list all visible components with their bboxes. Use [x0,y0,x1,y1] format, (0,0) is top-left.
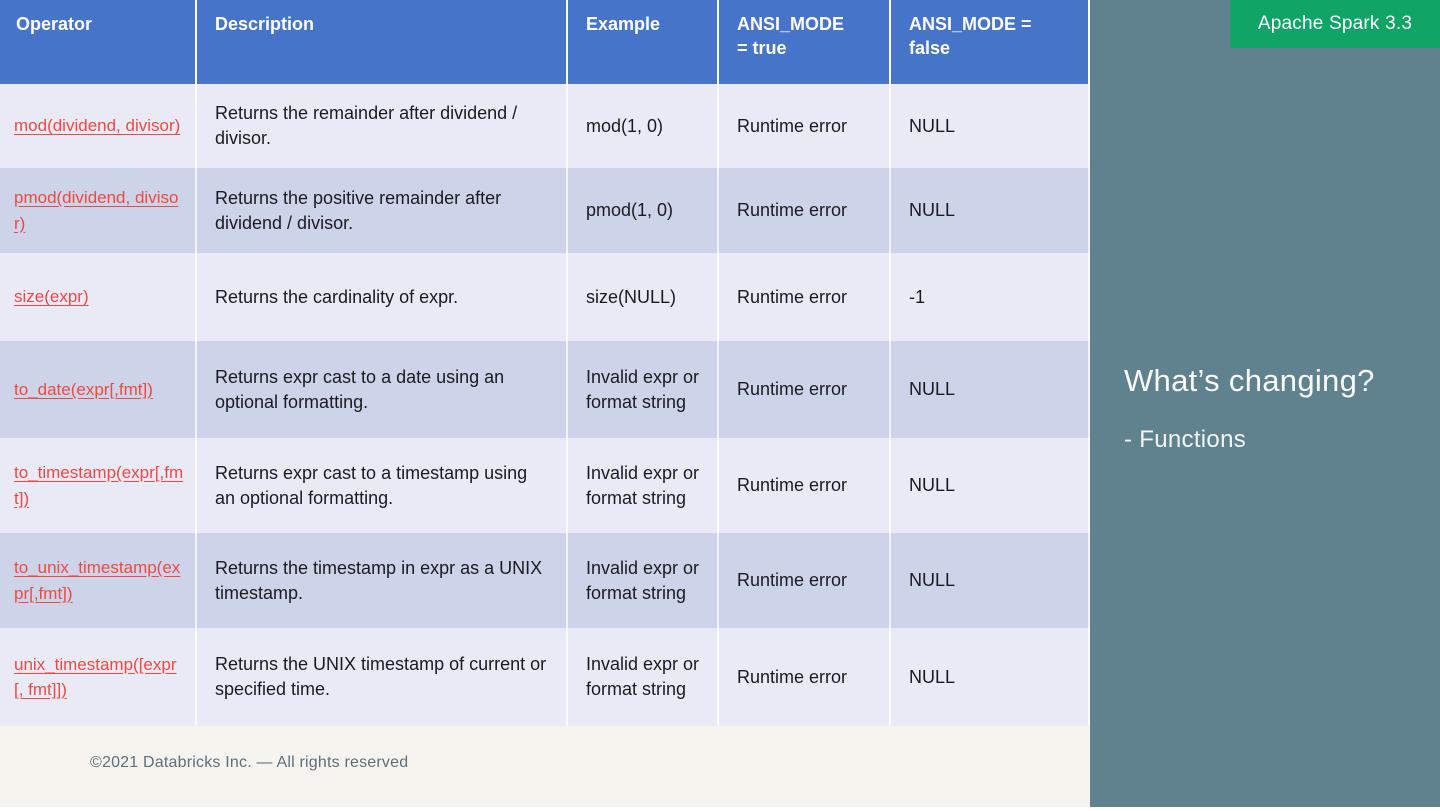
spark-version-badge: Apache Spark 3.3 [1230,0,1440,48]
table-cell-example: Invalid expr or format string [568,628,719,726]
example-text: pmod(1, 0) [586,200,674,221]
operator-link[interactable]: to_unix_timestamp(expr[,fmt]) [14,558,181,603]
operator-link[interactable]: mod(dividend, divisor) [14,116,181,136]
ansi-true-text: Runtime error [737,379,848,400]
column-header-operator: Operator [0,0,197,84]
table-cell-operator: unix_timestamp([expr[, fmt]]) [0,628,197,726]
table-cell-description: Returns the remainder after dividend / d… [197,84,568,168]
table-cell-ansi-false: NULL [891,533,1090,628]
table-cell-ansi-true: Runtime error [719,438,891,533]
description-text: Returns the positive remainder after div… [215,187,502,233]
ansi-true-text: Runtime error [737,286,848,307]
table-cell-ansi-false: -1 [891,253,1090,341]
description-text: Returns the remainder after dividend / d… [215,103,518,148]
column-header-ansi-mode-false: ANSI_MODE = false [891,0,1090,84]
operator-link[interactable]: to_timestamp(expr[,fmt]) [14,463,184,508]
table-cell-ansi-true: Runtime error [719,168,891,253]
column-header-example: Example [568,0,719,84]
table-cell-description: Returns the UNIX timestamp of current or… [197,628,568,726]
copyright-text: ©2021 Databricks Inc. — All rights reser… [90,753,409,771]
description-text: Returns the cardinality of expr. [215,286,459,307]
table-cell-example: Invalid expr or format string [568,341,719,438]
ansi-false-text: NULL [909,200,956,221]
table-cell-description: Returns the cardinality of expr. [197,253,568,341]
table-cell-example: Invalid expr or format string [568,438,719,533]
table-cell-ansi-false: NULL [891,438,1090,533]
spark-version-label: Apache Spark 3.3 [1257,13,1413,34]
table-cell-description: Returns expr cast to a timestamp using a… [197,438,568,533]
example-text: Invalid expr or format string [586,654,700,699]
table-cell-operator: pmod(dividend, divisor) [0,168,197,253]
example-text: Invalid expr or format string [586,462,700,508]
ansi-true-text: Runtime error [737,570,848,591]
description-text: Returns expr cast to a timestamp using a… [215,462,528,508]
operator-link[interactable]: to_date(expr[,fmt]) [14,379,153,399]
table-cell-example: size(NULL) [568,253,719,341]
ansi-true-text: Runtime error [737,115,848,136]
table-cell-ansi-false: NULL [891,628,1090,726]
bottom-edge [0,807,1440,811]
table-cell-description: Returns the positive remainder after div… [197,168,568,253]
ansi-false-text: NULL [909,379,956,400]
table-cell-operator: to_date(expr[,fmt]) [0,341,197,438]
description-text: Returns the UNIX timestamp of current or… [215,654,547,699]
table-cell-ansi-true: Runtime error [719,84,891,168]
table-cell-example: Invalid expr or format string [568,533,719,628]
table-cell-ansi-false: NULL [891,341,1090,438]
table-cell-ansi-true: Runtime error [719,533,891,628]
operator-link[interactable]: size(expr) [14,287,89,307]
ansi-false-text: NULL [909,115,956,136]
ansi-false-text: NULL [909,570,956,591]
table-cell-ansi-false: NULL [891,168,1090,253]
example-text: size(NULL) [586,286,677,307]
table-cell-ansi-true: Runtime error [719,628,891,726]
table-cell-ansi-false: NULL [891,84,1090,168]
table-cell-description: Returns expr cast to a date using an opt… [197,341,568,438]
sidebar: What’s changing? - Functions [1090,0,1440,811]
ansi-false-text: NULL [909,666,956,687]
example-text: Invalid expr or format string [586,366,700,412]
operators-table: Operator Description Example ANSI_MODE =… [0,0,1090,726]
table-cell-operator: to_unix_timestamp(expr[,fmt]) [0,533,197,628]
description-text: Returns the timestamp in expr as a UNIX … [215,557,543,603]
sidebar-subtitle: - Functions [1124,426,1247,453]
operator-link[interactable]: unix_timestamp([expr[, fmt]]) [14,654,177,700]
table-cell-operator: mod(dividend, divisor) [0,84,197,168]
ansi-true-text: Runtime error [737,200,848,221]
ansi-false-text: NULL [909,475,956,496]
table-cell-description: Returns the timestamp in expr as a UNIX … [197,533,568,628]
ansi-false-text: -1 [909,286,926,307]
column-header-ansi-mode-true: ANSI_MODE = true [719,0,891,84]
footer: ©2021 Databricks Inc. — All rights reser… [0,726,1090,811]
table-cell-example: mod(1, 0) [568,84,719,168]
sidebar-title: What’s changing? [1124,363,1375,398]
table-cell-operator: to_timestamp(expr[,fmt]) [0,438,197,533]
column-header-description: Description [197,0,568,84]
ansi-true-text: Runtime error [737,666,848,687]
table-cell-ansi-true: Runtime error [719,341,891,438]
description-text: Returns expr cast to a date using an opt… [215,366,505,412]
table-cell-operator: size(expr) [0,253,197,341]
example-text: Invalid expr or format string [586,557,700,603]
example-text: mod(1, 0) [586,115,664,136]
operator-link[interactable]: pmod(dividend, divisor) [14,188,179,233]
table-cell-example: pmod(1, 0) [568,168,719,253]
ansi-true-text: Runtime error [737,475,848,496]
table-cell-ansi-true: Runtime error [719,253,891,341]
